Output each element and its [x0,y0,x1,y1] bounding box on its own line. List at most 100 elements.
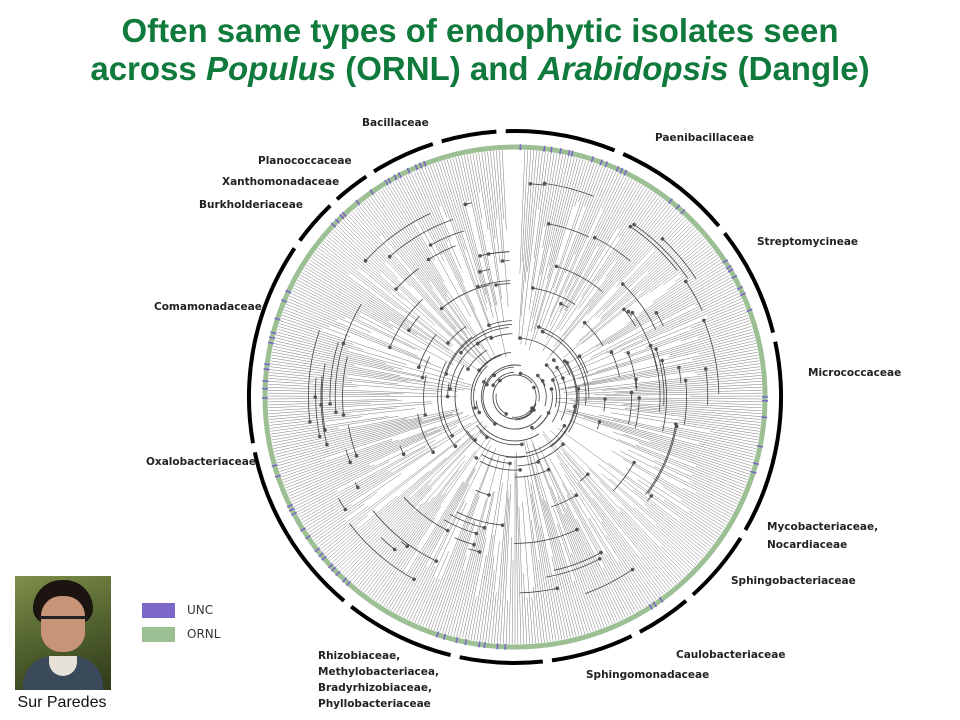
unc-isolate-tick [274,317,281,321]
tree-tip-branch [499,150,504,220]
tree-tip-branch [479,483,503,642]
tree-tip-branch [469,154,483,220]
tree-tip-branch [485,570,495,643]
tree-tip-branch [563,375,762,393]
tree-tip-branch [546,179,633,339]
tree-tip-branch [329,234,405,300]
tree-node [354,453,359,458]
tree-tip-branch [635,407,762,420]
tree-tip-branch [465,537,487,639]
tree-node [555,586,559,591]
family-arc [551,634,633,663]
tree-tip-branch [475,153,489,230]
tree-tip-branch [579,369,761,390]
tree-tip-branch [290,293,345,319]
tree-internal-arc [467,349,488,370]
label-sphingobacteriaceae: Sphingobacteriaceae [731,575,856,587]
tree-internal-arc [389,219,454,257]
tree-tip-branch [690,306,746,329]
title-line-2a: across [90,50,206,87]
tree-tip-branch [293,425,458,508]
tree-tip-branch [524,475,545,643]
unc-isolate-tick [483,642,486,649]
tree-tip-branch [327,471,430,559]
tree-tip-branch [361,460,465,592]
unc-isolate-tick [590,156,595,163]
tree-node [423,413,428,417]
tree-tip-branch [550,207,674,355]
tree-node [477,410,482,415]
tree-tip-branch [272,418,408,446]
tree-tip-branch [271,416,399,438]
tree-tip-branch [535,471,583,635]
tree-internal-arc [475,400,480,413]
tree-node [405,544,410,549]
tree-internal-arc [423,375,427,416]
tree-internal-arc [389,298,424,348]
tree-internal-arc [408,315,420,331]
tree-tip-branch [605,392,763,396]
tree-tip-branch [638,372,761,385]
tree-tip-branch [549,458,637,613]
family-arc [247,247,297,444]
tree-tip-branch [298,277,395,331]
tree-tip-branch [275,337,404,370]
family-labels: Bacillaceae Paenibacillaceae Planococcac… [146,117,901,710]
tree-tip-branch [484,151,496,239]
tree-node [562,424,567,428]
tree-tip-branch [306,264,418,336]
tree-tip-branch [385,186,444,282]
tree-node [622,307,626,312]
tree-tip-branch [565,168,609,274]
tree-tip-branch [339,223,486,368]
tree-internal-arc [314,378,317,398]
tree-internal-arc [320,384,328,445]
tree-node [628,224,633,229]
tree-tip-branch [689,511,722,533]
tree-node [463,202,468,207]
tree-internal-arc [628,392,632,425]
tree-node [477,368,481,373]
tree-tip-branch [544,153,558,227]
tree-node [632,222,636,227]
tree-node [537,325,541,329]
tree-tip-branch [559,462,654,602]
tree-tip-branch [401,566,428,617]
tree-internal-arc [568,388,580,433]
tree-node [491,383,496,388]
tree-tip-branch [578,234,701,342]
legend-swatch-ornl [142,626,175,642]
tree-tip-branch [381,546,419,605]
tree-tip-branch [267,395,457,397]
tree-tip-branch [619,450,735,510]
tree-internal-arc [546,364,561,423]
unc-isolate-tick [318,552,324,558]
tree-internal-arc [315,395,321,437]
tree-internal-arc [479,460,521,471]
label-micrococcaceae: Micrococcaceae [808,367,901,379]
tree-tip-branch [543,458,621,621]
tree-node [531,286,535,290]
tree-internal-arc [494,366,514,376]
family-arc [691,536,743,597]
tree-tip-branch [623,404,762,414]
tree-tip-branch [508,536,512,644]
tree-node [574,493,579,498]
tree-tip-branch [566,494,632,616]
tree-tip-branch [582,349,758,384]
tree-tip-branch [563,513,610,626]
tree-tip-branch [597,225,693,318]
tree-tip-branch [523,440,565,639]
label-rhizobiaceae: Rhizobiaceae, [318,650,400,662]
tree-internal-arc [566,362,578,414]
tree-tip-branch [641,293,740,339]
tree-tip-branch [408,174,489,342]
unc-isolate-tick [330,222,337,228]
family-arc [505,129,616,153]
tree-tip-branch [563,240,707,358]
tree-tip-branch [473,458,505,641]
tree-tip-branch [411,172,476,311]
tree-internal-arc [685,281,703,311]
tree-tip-branch [275,334,386,364]
tree-tip-branch [453,529,482,637]
